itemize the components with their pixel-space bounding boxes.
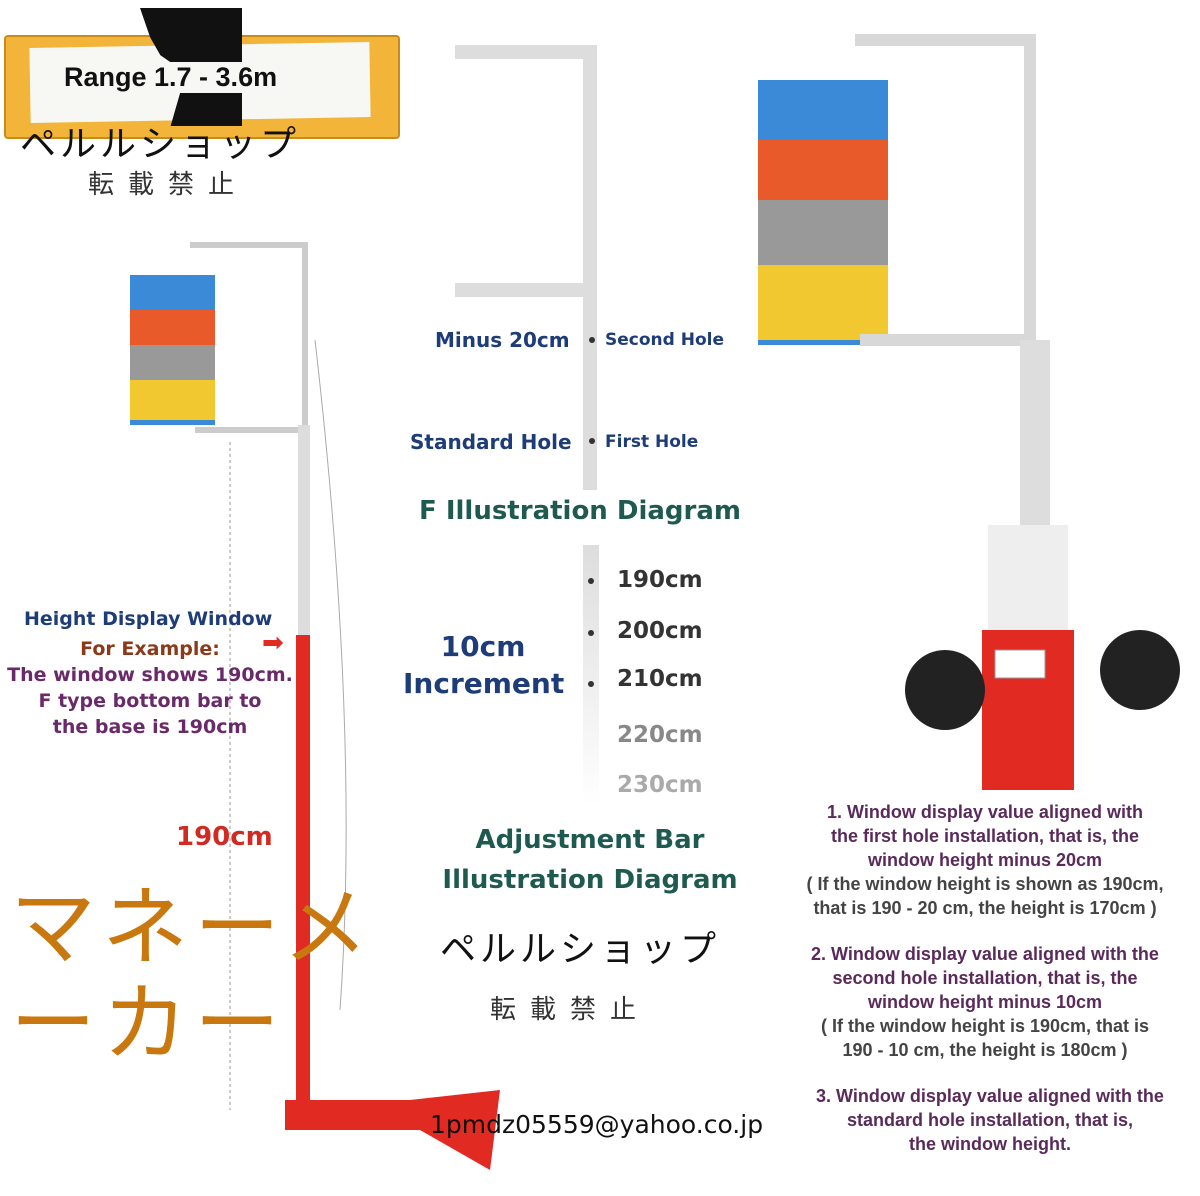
adjustment-title-line: Illustration Diagram	[442, 865, 738, 895]
large-stand-illustration	[758, 34, 1180, 790]
rack-yellow	[130, 380, 215, 420]
note-line: 2. Window display value aligned with the	[811, 944, 1159, 964]
no-repost-watermark-2: 転載禁止	[490, 995, 651, 1025]
adjustment-bar	[583, 545, 599, 805]
note-2: 2. Window display value aligned with the…	[775, 942, 1195, 1062]
note-1: 1. Window display value aligned with the…	[775, 800, 1195, 920]
note-line: the first hole installation, that is, th…	[830, 826, 1140, 846]
mark-210: 210cm	[617, 666, 703, 692]
hole-dot	[588, 681, 594, 687]
height-label: 190cm	[176, 822, 273, 852]
note-line: ( If the window height is 190cm, that is	[820, 1016, 1150, 1036]
increment-label: 10cm Increment	[403, 628, 565, 702]
minus-20cm-label: Minus 20cm	[435, 328, 570, 352]
first-hole-label: First Hole	[605, 432, 699, 452]
rack-gray	[130, 345, 215, 380]
note-line: 1. Window display value aligned with	[827, 802, 1143, 822]
example-title: For Example:	[80, 638, 220, 660]
second-hole-label: Second Hole	[605, 330, 724, 350]
increment-line: Increment	[403, 667, 565, 700]
rack-orange	[130, 310, 215, 345]
hole-dot	[588, 630, 594, 636]
note-line: second hole installation, that is, the	[832, 968, 1138, 988]
small-stand-illustration	[130, 242, 500, 1170]
mark-190: 190cm	[617, 567, 703, 593]
note-line: window height minus 20cm	[867, 850, 1103, 870]
f-diagram-bar	[455, 45, 597, 490]
example-text: The window shows 190cm. F type bottom ba…	[0, 662, 300, 740]
note-line: standard hole installation, that is,	[846, 1110, 1134, 1130]
shop-watermark: ペルルショップ	[20, 124, 301, 165]
note-line: that is 190 - 20 cm, the height is 170cm…	[813, 898, 1157, 918]
mark-230: 230cm	[617, 772, 703, 798]
example-line: the base is 190cm	[52, 716, 248, 738]
adjustment-title: Adjustment Bar Illustration Diagram	[410, 820, 770, 900]
f-diagram-title: F Illustration Diagram	[419, 496, 741, 526]
katakana-watermark: マネーメーカー	[10, 878, 375, 1074]
arrow-right-icon: ➡	[262, 628, 284, 658]
hole-dot	[588, 578, 594, 584]
standard-hole-label: Standard Hole	[410, 430, 572, 454]
range-text: Range 1.7 - 3.6m	[60, 62, 282, 93]
note-line: window height minus 10cm	[867, 992, 1103, 1012]
adjustment-title-line: Adjustment Bar	[475, 825, 705, 855]
note-3: 3. Window display value aligned with the…	[785, 1084, 1195, 1156]
note-line: 190 - 10 cm, the height is 180cm )	[842, 1040, 1128, 1060]
mark-200: 200cm	[617, 618, 703, 644]
note-line: the window height.	[909, 1134, 1071, 1154]
note-line: 3. Window display value aligned with the	[816, 1086, 1164, 1106]
example-line: F type bottom bar to	[38, 690, 262, 712]
shop-watermark-2: ペルルショップ	[440, 929, 721, 970]
note-line: ( If the window height is shown as 190cm…	[806, 874, 1164, 894]
no-repost-watermark: 転載禁止	[88, 170, 249, 200]
increment-line: 10cm	[440, 630, 526, 663]
mark-220: 220cm	[617, 722, 703, 748]
email-watermark: 1pmdz05559@yahoo.co.jp	[430, 1110, 764, 1139]
window-label: Height Display Window	[24, 608, 273, 630]
example-line: The window shows 190cm.	[7, 664, 293, 686]
